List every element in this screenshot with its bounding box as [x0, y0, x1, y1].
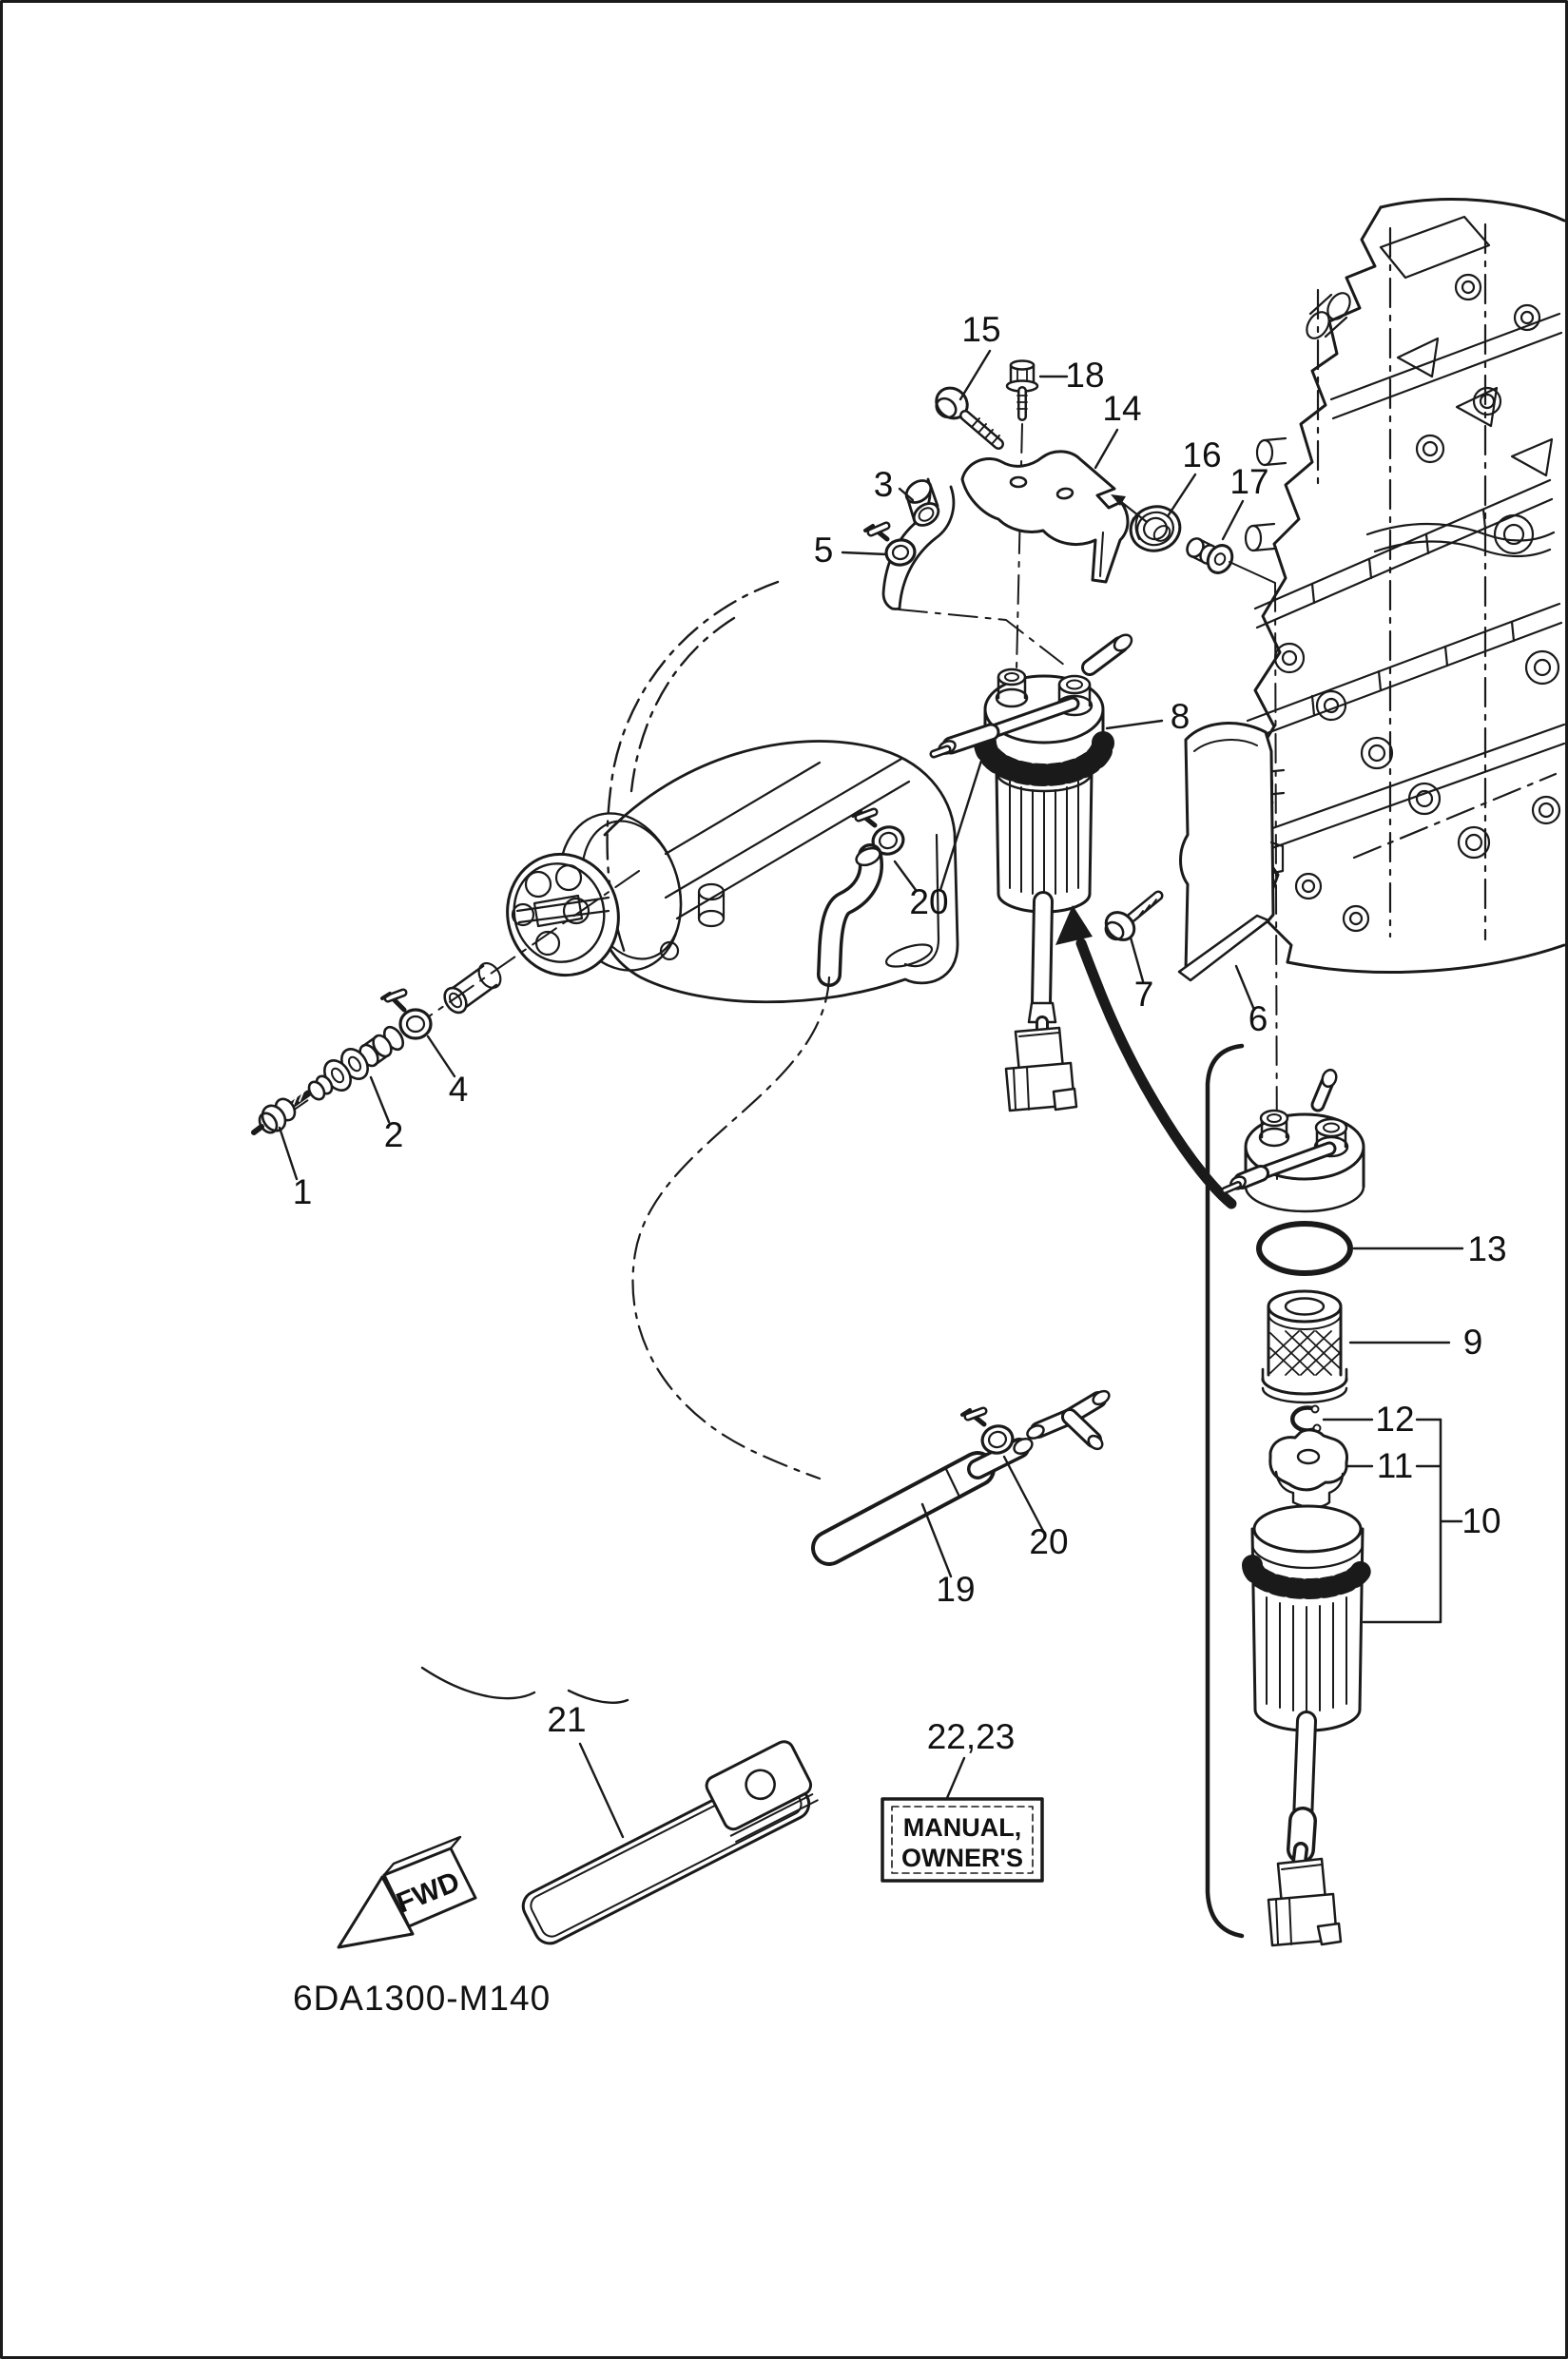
callout-5: 5 — [814, 531, 834, 570]
fuel-hose-run — [631, 843, 1111, 1566]
hose-clamp-20-hose — [960, 1406, 1015, 1455]
bolt-18 — [1005, 359, 1039, 421]
callout-20-filter: 20 — [909, 882, 948, 921]
callout-4: 4 — [449, 1070, 469, 1109]
grommet-16 — [1129, 505, 1182, 552]
filter-head-detail — [1221, 1068, 1365, 1213]
bolt-7 — [1104, 890, 1164, 941]
callout-18: 18 — [1065, 356, 1104, 395]
lower-unit-exploded-parts — [251, 870, 640, 1135]
fuel-hose-19 — [811, 1437, 1034, 1566]
cowling-outline — [420, 580, 780, 1704]
filter-cover-6 — [1177, 722, 1285, 982]
fuel-filter-assembly — [851, 633, 1285, 1112]
callout-2: 2 — [384, 1115, 404, 1154]
tee-fitting — [1026, 1389, 1111, 1451]
fuel-filter-exploded-view — [1205, 1043, 1463, 1947]
band-21 — [521, 1740, 819, 1945]
circlip-12 — [1290, 1404, 1322, 1433]
fwd-arrow: FWD — [337, 1835, 477, 1949]
mount-bracket-parts — [935, 359, 1278, 1185]
callout-7: 7 — [1134, 975, 1154, 1014]
drawing-code: 6DA1300-M140 — [293, 1979, 551, 2018]
filter-inlet-port — [995, 667, 1029, 708]
callout-15: 15 — [961, 310, 1000, 349]
callout-6: 6 — [1249, 999, 1268, 1038]
callout-14: 14 — [1102, 389, 1141, 428]
callout-16: 16 — [1182, 435, 1221, 474]
filter-element-9 — [1261, 1289, 1348, 1404]
hose-clamp-4 — [398, 1008, 433, 1040]
callout-21: 21 — [547, 1700, 586, 1739]
float-cap-11 — [1268, 1428, 1348, 1509]
filter-sensor-connector — [1004, 1026, 1078, 1112]
callout-19: 19 — [936, 1570, 975, 1609]
detail-arrow — [1055, 905, 1237, 1209]
bolt-15 — [935, 386, 1004, 450]
callout-17: 17 — [1229, 462, 1268, 501]
callout-13: 13 — [1467, 1229, 1506, 1268]
callout-20-hose: 20 — [1029, 1522, 1068, 1561]
bracket-14 — [960, 450, 1130, 584]
spacer-stack-2 — [307, 1025, 405, 1101]
detail-view-bracket — [1205, 1043, 1245, 1939]
o-ring-13 — [1256, 1221, 1353, 1276]
fuel-pipe-fittings — [863, 477, 1070, 669]
owners-manual-box: MANUAL, OWNER'S — [881, 1797, 1044, 1883]
leader-lines — [278, 349, 1464, 1839]
callout-11: 11 — [1377, 1446, 1413, 1485]
callout-10: 10 — [1462, 1501, 1500, 1540]
hose-clamp-20-filter — [851, 807, 905, 856]
lower-unit-housing — [443, 740, 959, 1015]
callout-8: 8 — [1171, 697, 1191, 736]
filter-cup-10 — [1242, 1504, 1373, 1947]
collar-17 — [1186, 537, 1234, 574]
callout-9: 9 — [1463, 1323, 1483, 1362]
manual-box-line1: MANUAL, — [903, 1813, 1021, 1842]
screw-1 — [251, 1090, 312, 1135]
engine-block-art — [1244, 198, 1566, 974]
callout-3: 3 — [874, 465, 894, 504]
group-bracket-10 — [1362, 1418, 1463, 1624]
pipe-clamp-5 — [863, 521, 917, 567]
joint-connector-3 — [904, 479, 940, 527]
callout-22-23: 22,23 — [927, 1717, 1016, 1756]
callout-12: 12 — [1375, 1400, 1414, 1439]
callout-1: 1 — [293, 1172, 313, 1211]
manual-box-line2: OWNER'S — [901, 1844, 1023, 1872]
